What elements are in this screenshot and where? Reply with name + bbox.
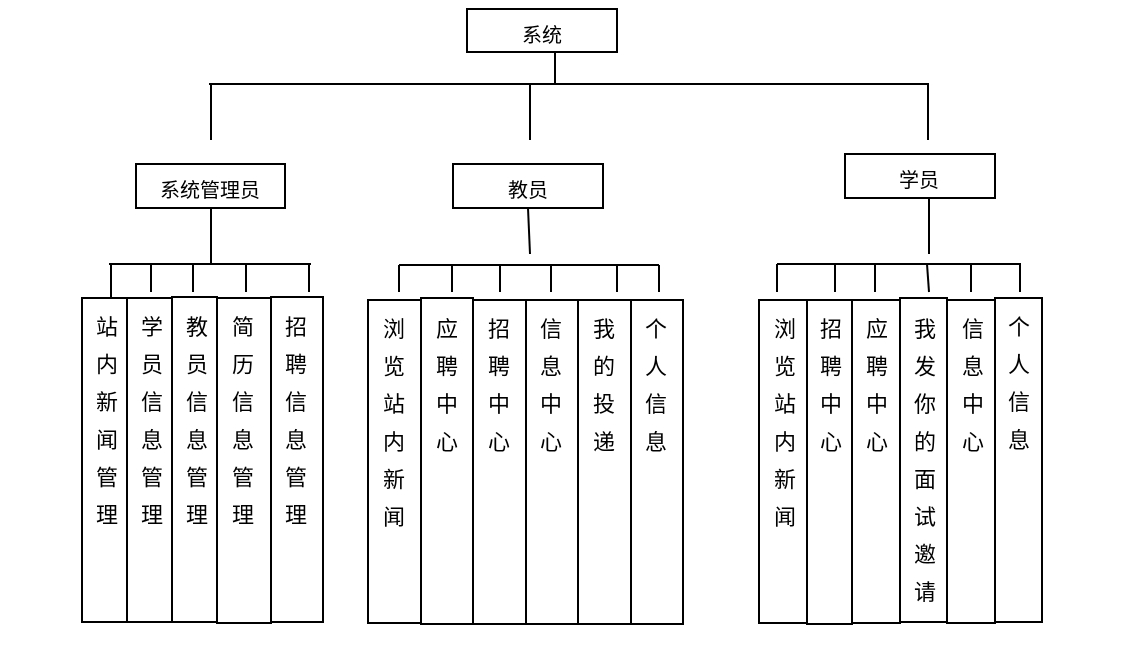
leaf-student-6: 个人信息 (994, 297, 1043, 623)
leaf-label: 我发你的面试邀请 (914, 318, 936, 606)
leaf-teacher-1: 浏览站内新闻 (367, 299, 422, 624)
group-teacher: 教员 浏览站内新闻 应聘中心 招聘中心 信息中心 我的投递 (367, 163, 684, 625)
leaf-teacher-2: 应聘中心 (420, 297, 474, 625)
leaf-label: 信息中心 (962, 318, 984, 456)
leaf-label: 学员信息管理 (141, 316, 163, 529)
leaf-student-5: 信息中心 (946, 299, 996, 624)
leaf-label: 个人信息 (1008, 316, 1030, 454)
leaf-label: 教员信息管理 (186, 316, 208, 529)
leaf-teacher-4: 信息中心 (525, 299, 579, 625)
leaf-label: 招聘中心 (488, 318, 510, 456)
group-admin-label: 系统管理员 (160, 178, 260, 202)
leaf-student-3: 应聘中心 (851, 299, 901, 624)
group-student: 学员 浏览站内新闻 招聘中心 应聘中心 我发你的面试邀请 信息中心 (758, 153, 1043, 625)
root-label: 系统 (522, 23, 562, 47)
leaf-label: 站内新闻管理 (96, 316, 118, 529)
leaf-student-4: 我发你的面试邀请 (899, 297, 948, 623)
leaf-admin-3: 教员信息管理 (171, 296, 218, 623)
group-admin: 系统管理员 站内新闻管理 学员信息管理 教员信息管理 简历信息管理 招聘信息管理 (81, 163, 324, 624)
leaf-label: 浏览站内新闻 (774, 318, 796, 531)
leaf-teacher-5: 我的投递 (577, 299, 632, 625)
group-teacher-label: 教员 (508, 178, 548, 202)
leaf-label: 应聘中心 (866, 318, 888, 456)
leaf-student-2: 招聘中心 (806, 299, 853, 625)
root-node: 系统 (466, 8, 618, 53)
leaf-label: 个人信息 (645, 318, 667, 456)
leaf-teacher-3: 招聘中心 (472, 299, 527, 625)
leaf-label: 招聘信息管理 (285, 316, 307, 529)
root-connectors (209, 52, 929, 140)
leaf-label: 信息中心 (540, 318, 562, 456)
leaf-label: 应聘中心 (436, 318, 458, 456)
leaf-teacher-6: 个人信息 (630, 299, 684, 625)
leaf-label: 招聘中心 (820, 318, 842, 456)
group-student-label: 学员 (899, 168, 939, 192)
leaf-admin-4: 简历信息管理 (216, 297, 272, 624)
leaf-label: 我的投递 (593, 318, 615, 456)
leaf-label: 简历信息管理 (232, 316, 254, 529)
leaf-student-1: 浏览站内新闻 (758, 299, 808, 624)
leaf-admin-5: 招聘信息管理 (270, 296, 324, 623)
leaf-admin-2: 学员信息管理 (126, 297, 173, 623)
leaf-label: 浏览站内新闻 (383, 318, 405, 531)
leaf-admin-1: 站内新闻管理 (81, 297, 128, 623)
